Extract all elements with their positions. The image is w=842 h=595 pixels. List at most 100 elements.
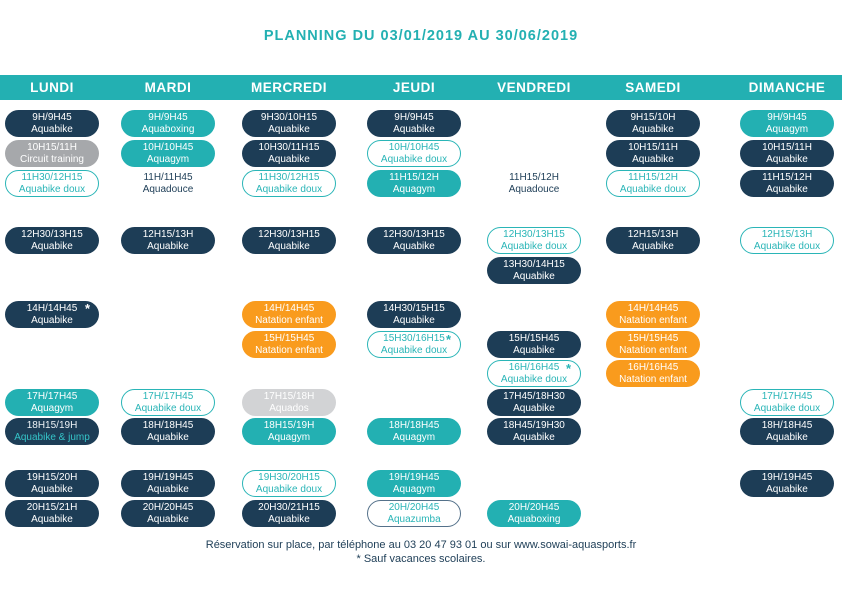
slot-activity: Circuit training	[20, 153, 84, 165]
slot-activity: Aquagym	[392, 183, 436, 195]
slot-time: 19H15/20H	[26, 472, 78, 483]
slot-time: 9H/9H45	[32, 112, 72, 123]
slot-activity: Aquagym	[392, 431, 436, 443]
day-header-dimanche: DIMANCHE	[748, 80, 826, 95]
slot-activity: Aquabike doux	[753, 240, 821, 252]
slot-activity: Aquabike	[147, 431, 189, 443]
slot-activity: Natation enfant	[619, 373, 687, 385]
slot-time: 18H45/19H30	[503, 420, 565, 431]
slot-activity: Aquabike	[513, 431, 555, 443]
slot-activity: Aquagym	[146, 153, 190, 165]
slot-activity: Aquabike & jump	[14, 431, 90, 443]
slot-time: 17H15/18H	[263, 391, 315, 402]
slot-time: 18H/18H45	[761, 420, 813, 431]
slot-time: 10H15/11H	[762, 142, 812, 153]
footer-reservation-text: Réservation sur place, par téléphone au …	[205, 539, 637, 551]
slot-time: 14H/14H45	[627, 303, 679, 314]
slot-time: 12H30/13H15	[383, 229, 445, 240]
slot-time: 9H15/10H	[630, 112, 676, 123]
slot-time: 20H15/21H	[26, 502, 78, 513]
slot-activity: Aquabike doux	[255, 183, 323, 195]
slot-time: 9H/9H45	[767, 112, 807, 123]
slot-time: 12H30/13H15	[258, 229, 320, 240]
slot-time: 10H30/11H15	[258, 142, 320, 153]
slot-activity: Aquabike	[268, 513, 310, 525]
day-header-bar	[0, 75, 842, 100]
slot-time: 11H15/12H	[389, 172, 439, 183]
slot-time: 19H/19H45	[761, 472, 813, 483]
slot-time: 15H/15H45	[263, 333, 315, 344]
slot-time: 9H/9H45	[394, 112, 434, 123]
slot-activity: Aquabike	[147, 513, 189, 525]
slot-time: 17H45/18H30	[503, 391, 565, 402]
slot-activity: Aquabike	[632, 240, 674, 252]
slot-activity: Aquabike doux	[753, 402, 821, 414]
slot-activity: Aquabike	[632, 153, 674, 165]
day-header-samedi: SAMEDI	[625, 80, 681, 95]
slot-activity: Aquabike	[268, 240, 310, 252]
slot-time: 19H/19H45	[388, 472, 440, 483]
slot-time: 12H15/13H	[761, 229, 813, 240]
footer-holidays-note: * Sauf vacances scolaires.	[356, 553, 486, 565]
slot-activity: Aquagym	[267, 431, 311, 443]
day-header-lundi: LUNDI	[30, 80, 74, 95]
slot-activity: Aquabike	[393, 123, 435, 135]
slot-time: 15H30/16H15	[383, 333, 445, 344]
slot-time: 17H/17H45	[26, 391, 78, 402]
slot-time: 20H30/21H15	[258, 502, 320, 513]
slot-activity: Aquadouce	[508, 183, 560, 195]
slot-activity: Aquabike	[147, 483, 189, 495]
slot-time: 18H15/19H	[263, 420, 315, 431]
slot-activity: Aquados	[269, 402, 309, 414]
slot-activity: Aquazumba	[387, 513, 441, 525]
slot-activity: Aquaboxing	[141, 123, 195, 135]
slot-time: 11H15/12H	[628, 172, 678, 183]
slot-activity: Aquabike doux	[500, 373, 568, 385]
slot-time: 18H/18H45	[388, 420, 440, 431]
slot-time: 11H30/12H15	[21, 172, 83, 183]
slot-time: 15H/15H45	[627, 333, 679, 344]
slot-activity: Aquabike	[513, 344, 555, 356]
slot-time: 20H/20H45	[508, 502, 560, 513]
slot-activity: Aquabike	[268, 123, 310, 135]
slot-time: 12H15/13H	[142, 229, 194, 240]
slot-activity: Aquabike	[766, 483, 808, 495]
day-header-jeudi: JEUDI	[392, 80, 436, 95]
slot-activity: Aquabike doux	[500, 240, 568, 252]
slot-time: 17H/17H45	[761, 391, 813, 402]
slot-activity: Aquabike	[766, 431, 808, 443]
slot-time: 11H30/12H15	[258, 172, 320, 183]
slot-time: 13H30/14H15	[503, 259, 565, 270]
school-holidays-asterisk: *	[445, 332, 451, 347]
slot-time: 14H/14H45	[26, 303, 78, 314]
slot-activity: Aquadouce	[142, 183, 194, 195]
page-title: PLANNING DU 03/01/2019 AU 30/06/2019	[263, 28, 579, 44]
slot-activity: Aquabike	[31, 513, 73, 525]
slot-time: 11H15/12H	[762, 172, 812, 183]
slot-time: 11H15/12H	[509, 172, 559, 183]
slot-activity: Aquabike	[766, 183, 808, 195]
slot-activity: Natation enfant	[619, 344, 687, 356]
slot-activity: Aquabike	[513, 270, 555, 282]
